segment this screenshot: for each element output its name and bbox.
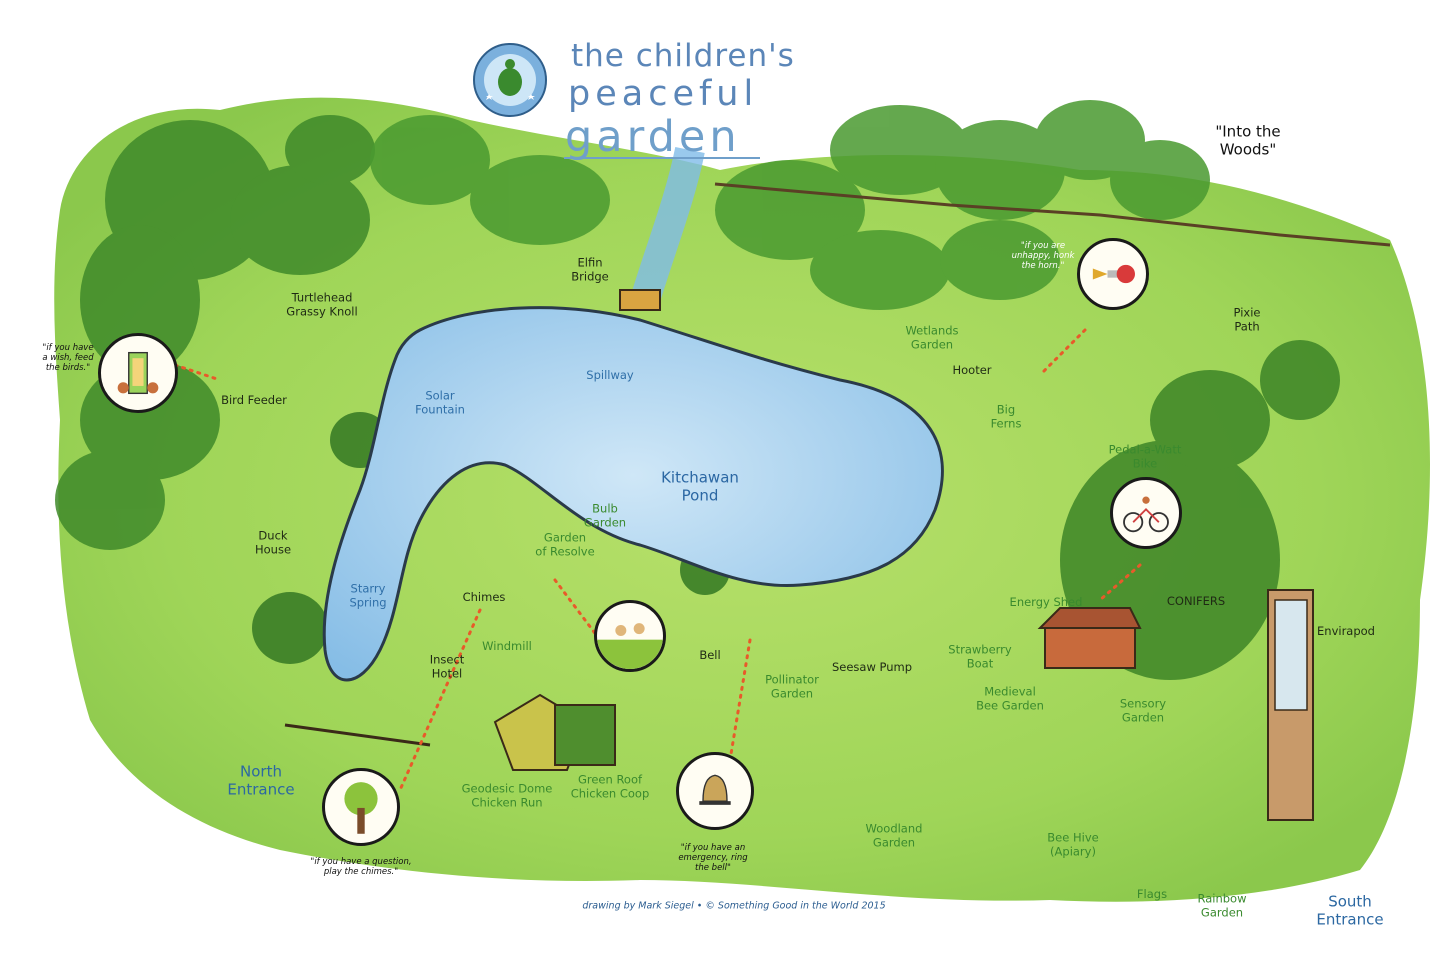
quote-emergency: "if you have an emergency, ring the bell… bbox=[678, 842, 748, 874]
quote-question: "if you have a question, play the chimes… bbox=[310, 856, 412, 877]
label-woodland: Woodland Garden bbox=[865, 821, 923, 849]
bell-icon bbox=[676, 752, 754, 830]
trees-northwest bbox=[55, 115, 375, 550]
label-wetlands: Wetlands Garden bbox=[905, 323, 959, 351]
label-bird-feeder: Bird Feeder bbox=[221, 393, 287, 408]
label-strawberry-boat: Strawberry Boat bbox=[948, 642, 1012, 670]
title-line-3: garden bbox=[565, 112, 741, 162]
label-energy-shed: Energy Shed bbox=[1009, 595, 1083, 610]
label-starry-spring: Starry Spring bbox=[349, 581, 387, 609]
label-south-entrance: South Entrance bbox=[1316, 892, 1384, 928]
label-garden-resolve: Garden of Resolve bbox=[535, 530, 595, 558]
label-spillway: Spillway bbox=[586, 368, 634, 383]
label-north-entrance: North Entrance bbox=[227, 762, 295, 798]
label-chimes: Chimes bbox=[462, 590, 506, 605]
label-pollinator: Pollinator Garden bbox=[765, 672, 819, 700]
label-windmill: Windmill bbox=[482, 639, 532, 654]
turtle-logo-icon bbox=[470, 40, 550, 120]
tree-chimes-icon bbox=[322, 768, 400, 846]
map-credit: drawing by Mark Siegel • © Something Goo… bbox=[582, 900, 886, 912]
title-underline bbox=[564, 157, 760, 159]
garden-title: the children's peaceful garden bbox=[468, 36, 794, 166]
label-turtlehead: Turtlehead Grassy Knoll bbox=[286, 290, 358, 318]
label-pixie-path: Pixie Path bbox=[1233, 305, 1261, 333]
green-roof-coop bbox=[554, 704, 616, 766]
leader-lines bbox=[173, 328, 1142, 792]
label-duck-house: Duck House bbox=[254, 528, 292, 556]
north-entrance-fence bbox=[284, 723, 431, 747]
label-envirapod: Envirapod bbox=[1317, 624, 1375, 639]
label-hooter: Hooter bbox=[952, 363, 992, 378]
bird-feeder-icon bbox=[98, 333, 178, 413]
label-bee-hive: Bee Hive (Apiary) bbox=[1047, 830, 1099, 858]
label-rainbow: Rainbow Garden bbox=[1197, 891, 1247, 919]
title-line-2: peaceful bbox=[568, 74, 759, 114]
bike-icon bbox=[1110, 477, 1182, 549]
label-elfin-bridge: Elfin Bridge bbox=[571, 255, 609, 283]
label-big-ferns: Big Ferns bbox=[990, 402, 1022, 430]
label-bulb-garden: Bulb Garden bbox=[583, 501, 627, 529]
energy-shed bbox=[1037, 607, 1142, 669]
label-into-woods: "Into the Woods" bbox=[1215, 122, 1281, 158]
label-bell: Bell bbox=[699, 648, 721, 663]
kitchawan-pond-shape bbox=[322, 306, 944, 682]
elfin-bridge bbox=[619, 289, 661, 311]
label-solar-fountain: Solar Fountain bbox=[415, 388, 465, 416]
label-sensory: Sensory Garden bbox=[1119, 696, 1167, 724]
envirapod-building bbox=[1267, 589, 1314, 821]
brook bbox=[630, 146, 705, 305]
label-medieval-bee: Medieval Bee Garden bbox=[976, 684, 1044, 712]
label-green-roof: Green Roof Chicken Coop bbox=[570, 772, 650, 800]
label-geodesic: Geodesic Dome Chicken Run bbox=[461, 781, 553, 809]
kids-picnic-icon bbox=[594, 600, 666, 672]
label-insect-hotel: Insect Hotel bbox=[429, 652, 465, 680]
title-line-1: the children's bbox=[571, 38, 795, 74]
label-seesaw-pump: Seesaw Pump bbox=[831, 660, 913, 675]
north-fence bbox=[714, 182, 1391, 247]
quote-wish: "if you have a wish, feed the birds." bbox=[42, 342, 94, 374]
label-flags: Flags bbox=[1136, 887, 1168, 902]
trees-north bbox=[370, 100, 1210, 310]
quote-unhappy: "if you are unhappy, honk the horn." bbox=[1011, 240, 1075, 272]
label-conifers: CONIFERS bbox=[1166, 594, 1226, 609]
horn-icon bbox=[1077, 238, 1149, 310]
label-pedal-bike: Pedal-a-Watt Bike bbox=[1108, 442, 1182, 470]
label-kitchawan-pond: Kitchawan Pond bbox=[661, 468, 739, 504]
